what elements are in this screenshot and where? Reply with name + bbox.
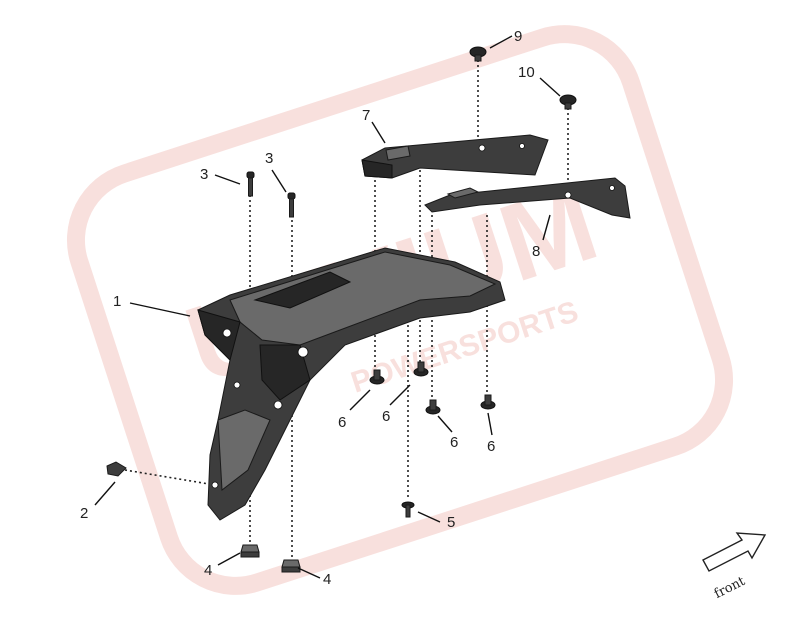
callout-6-a: 6 (338, 414, 346, 431)
callout-10: 10 (518, 64, 535, 81)
left-bracket-icon (361, 134, 549, 179)
rivet-icon (425, 399, 441, 415)
watermark-frame (66, 25, 734, 595)
mudguard-bracket-icon (197, 247, 506, 521)
callout-5: 5 (447, 514, 455, 531)
nut-icon (240, 544, 260, 558)
callout-labels: 1 2 3 3 4 4 5 6 6 6 6 7 8 9 10 (80, 28, 540, 588)
rivet-icon (413, 361, 429, 377)
callout-6-b: 6 (382, 408, 390, 425)
front-arrow-icon: front (702, 532, 767, 602)
leader-lines (94, 35, 561, 579)
callout-7: 7 (362, 107, 370, 124)
bolt-icon (559, 94, 577, 110)
callout-9: 9 (514, 28, 522, 45)
callout-1: 1 (113, 293, 121, 310)
callout-2: 2 (80, 505, 88, 522)
callout-4-right: 4 (323, 571, 331, 588)
callout-6-c: 6 (450, 434, 458, 451)
front-label: front (712, 574, 748, 602)
screw-icon (401, 501, 415, 518)
bolt-icon (469, 46, 487, 62)
bolt-icon (246, 171, 255, 197)
nut-icon (281, 559, 301, 573)
rivet-icon (480, 394, 496, 410)
reflector-icon (106, 461, 127, 477)
bolt-icon (287, 192, 296, 218)
callout-3-left: 3 (200, 166, 208, 183)
callout-3-right: 3 (265, 150, 273, 167)
right-bracket-icon (424, 177, 631, 219)
callout-8: 8 (532, 243, 540, 260)
callout-4-left: 4 (204, 562, 212, 579)
rivet-icon (369, 369, 385, 385)
callout-6-d: 6 (487, 438, 495, 455)
